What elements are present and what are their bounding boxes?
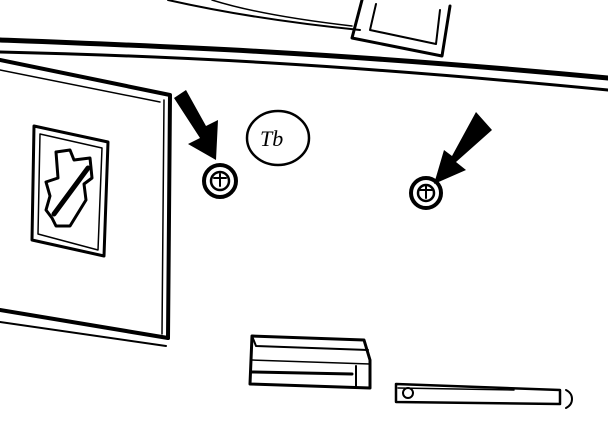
left-arrow	[174, 90, 218, 160]
bottom-slot-bar	[394, 382, 573, 409]
left-panel	[0, 58, 172, 347]
bottom-unit	[248, 334, 372, 390]
right-fastener	[409, 176, 443, 210]
panel-emblem	[30, 124, 110, 258]
left-fastener	[202, 163, 238, 199]
callout-label: Tb	[260, 126, 283, 151]
top-bracket	[350, 0, 452, 58]
right-arrow	[434, 112, 492, 184]
callout-circle: Tb	[245, 109, 311, 167]
top-housing-edge	[0, 0, 608, 92]
